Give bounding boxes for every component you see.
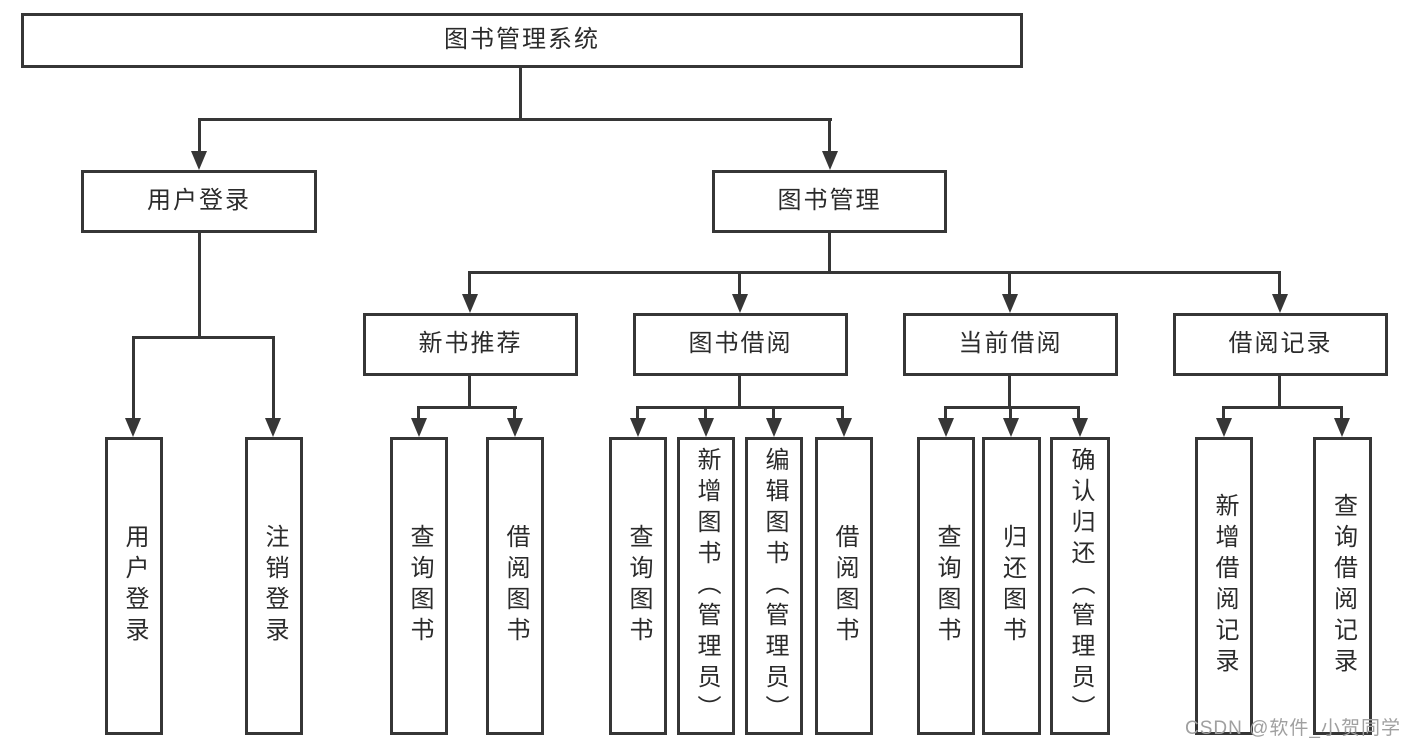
leaf-current-query-books: 查询图书 [917, 437, 975, 735]
connector-line [1008, 376, 1011, 409]
arrow-down-icon [1334, 418, 1350, 437]
connector-line [272, 336, 275, 420]
arrow-down-icon [1272, 294, 1288, 313]
connector-line [944, 406, 1080, 409]
arrow-down-icon [822, 151, 838, 170]
connector-line [704, 406, 707, 420]
connector-line [468, 376, 471, 409]
node-user-login: 用户登录 [81, 170, 317, 233]
arrow-down-icon [1216, 418, 1232, 437]
leaf-recommend-borrow-books: 借阅图书 [486, 437, 544, 735]
connector-line [1008, 271, 1011, 296]
leaf-borrow-borrow-books: 借阅图书 [815, 437, 873, 735]
arrow-down-icon [836, 418, 852, 437]
connector-line [198, 233, 201, 336]
connector-line [198, 118, 832, 121]
connector-line [738, 376, 741, 409]
connector-line [828, 118, 831, 153]
connector-line [468, 271, 1281, 274]
arrow-down-icon [1072, 418, 1088, 437]
connector-line [513, 406, 516, 420]
node-book-borrowing: 图书借阅 [633, 313, 848, 376]
node-borrowing-records: 借阅记录 [1173, 313, 1388, 376]
arrow-down-icon [462, 294, 478, 313]
leaf-current-confirm-return-admin: 确认归还（管理员） [1050, 437, 1110, 735]
connector-line [417, 406, 420, 420]
connector-line [1222, 406, 1343, 409]
arrow-down-icon [732, 294, 748, 313]
connector-line [198, 118, 201, 153]
connector-line [828, 233, 831, 273]
arrow-down-icon [125, 418, 141, 437]
connector-line [1278, 376, 1281, 409]
connector-line [468, 271, 471, 296]
connector-line [1077, 406, 1080, 420]
connector-line [636, 406, 844, 409]
connector-line [1278, 271, 1281, 296]
leaf-current-return-books: 归还图书 [982, 437, 1041, 735]
node-root: 图书管理系统 [21, 13, 1023, 68]
connector-line [636, 406, 639, 420]
leaf-records-add-record: 新增借阅记录 [1195, 437, 1253, 735]
connector-line [1222, 406, 1225, 420]
leaf-user-login: 用户登录 [105, 437, 163, 735]
connector-line [1009, 406, 1012, 420]
leaf-recommend-query-books: 查询图书 [390, 437, 448, 735]
connector-line [417, 406, 517, 409]
connector-line [132, 336, 274, 339]
leaf-records-query-record: 查询借阅记录 [1313, 437, 1372, 735]
connector-line [519, 68, 522, 118]
connector-line [772, 406, 775, 420]
arrow-down-icon [938, 418, 954, 437]
node-current-borrowing: 当前借阅 [903, 313, 1118, 376]
connector-line [841, 406, 844, 420]
arrow-down-icon [1002, 294, 1018, 313]
node-new-book-recommendation: 新书推荐 [363, 313, 578, 376]
arrow-down-icon [265, 418, 281, 437]
leaf-borrow-edit-books-admin: 编辑图书（管理员） [745, 437, 803, 735]
arrow-down-icon [698, 418, 714, 437]
arrow-down-icon [766, 418, 782, 437]
arrow-down-icon [411, 418, 427, 437]
arrow-down-icon [507, 418, 523, 437]
leaf-logout: 注销登录 [245, 437, 303, 735]
arrow-down-icon [1003, 418, 1019, 437]
connector-line [1340, 406, 1343, 420]
leaf-borrow-query-books: 查询图书 [609, 437, 667, 735]
arrow-down-icon [630, 418, 646, 437]
arrow-down-icon [191, 151, 207, 170]
watermark: CSDN @软件_小贺同学 [1185, 718, 1401, 739]
connector-line [132, 336, 135, 420]
connector-line [738, 271, 741, 296]
leaf-borrow-add-books-admin: 新增图书（管理员） [677, 437, 735, 735]
connector-line [944, 406, 947, 420]
node-book-management: 图书管理 [712, 170, 947, 233]
